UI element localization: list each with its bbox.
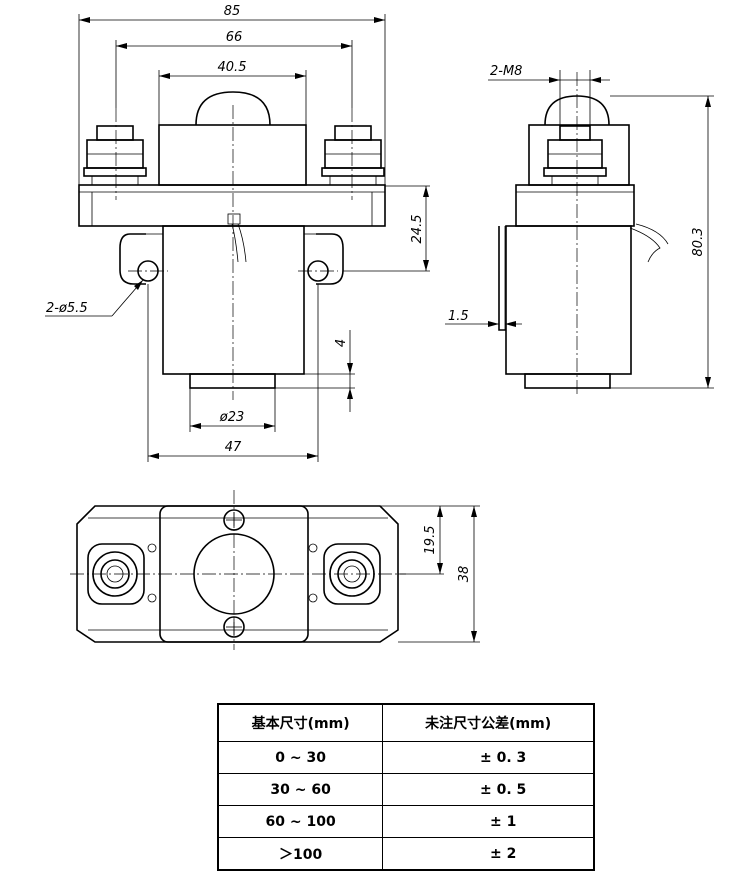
side-view: 2-M8 80.3 1.5 <box>445 64 714 395</box>
left-terminal <box>83 125 147 186</box>
cap-block <box>158 124 307 186</box>
size-range-cell: 30 ~ 60 <box>217 773 384 806</box>
side-lead-wire <box>629 223 669 263</box>
dim-thread: 2-M8 <box>490 64 522 79</box>
table-row: ＞100 ± 2 <box>217 837 595 871</box>
side-coil-body <box>505 225 632 375</box>
cap-dome <box>195 91 271 126</box>
side-bottom-boss <box>524 373 611 389</box>
tolerance-table: 基本尺寸(mm) 未注尺寸公差(mm) 0 ~ 30 ± 0. 3 30 ~ 6… <box>217 703 595 871</box>
base-plate <box>78 184 386 227</box>
dim-half-depth: 19.5 <box>423 526 438 555</box>
right-terminal <box>321 125 385 186</box>
top-view: 19.5 38 <box>70 490 480 650</box>
coil-body <box>162 225 305 375</box>
dim-body-width: 47 <box>225 440 242 455</box>
header-tolerance: 未注尺寸公差(mm) <box>382 703 595 742</box>
dim-total-height: 80.3 <box>691 228 706 257</box>
table-row: 30 ~ 60 ± 0. 5 <box>217 773 595 806</box>
tolerance-cell: ± 0. 5 <box>382 773 595 806</box>
lead-terminal <box>227 213 241 225</box>
size-range-cell: ＞100 <box>217 837 384 871</box>
dim-terminal-spacing: 66 <box>226 30 243 45</box>
tolerance-cell: ± 0. 3 <box>382 741 595 774</box>
dim-depth: 38 <box>457 566 472 583</box>
table-row: 0 ~ 30 ± 0. 3 <box>217 741 595 774</box>
dim-mount-holes: 2-ø5.5 <box>46 301 88 316</box>
tolerance-cell: ± 2 <box>382 837 595 871</box>
top-outline <box>76 505 399 643</box>
size-range-cell: 0 ~ 30 <box>217 741 384 774</box>
dim-overall-width: 85 <box>224 4 241 19</box>
size-range-cell: 60 ~ 100 <box>217 805 384 838</box>
technical-drawing: 85 66 40.5 24.5 2-ø5.5 4 ø23 47 2-M8 <box>45 4 714 650</box>
table-row: 60 ~ 100 ± 1 <box>217 805 595 838</box>
dim-bracket-thickness: 1.5 <box>448 309 469 324</box>
dim-mount-height: 24.5 <box>410 215 425 244</box>
table-header-row: 基本尺寸(mm) 未注尺寸公差(mm) <box>217 703 595 742</box>
dim-cap-width: 40.5 <box>218 60 247 75</box>
bottom-boss <box>189 373 276 389</box>
bracket <box>498 226 506 331</box>
tolerance-cell: ± 1 <box>382 805 595 838</box>
dim-bottom-step: 4 <box>334 339 349 347</box>
left-flange <box>119 233 146 285</box>
dim-boss-dia: ø23 <box>219 410 245 425</box>
header-basic-size: 基本尺寸(mm) <box>217 703 384 742</box>
right-flange <box>316 233 344 285</box>
side-base-plate <box>515 184 635 227</box>
front-view: 85 66 40.5 24.5 2-ø5.5 4 ø23 47 <box>45 4 430 462</box>
lead-wire <box>231 223 247 263</box>
